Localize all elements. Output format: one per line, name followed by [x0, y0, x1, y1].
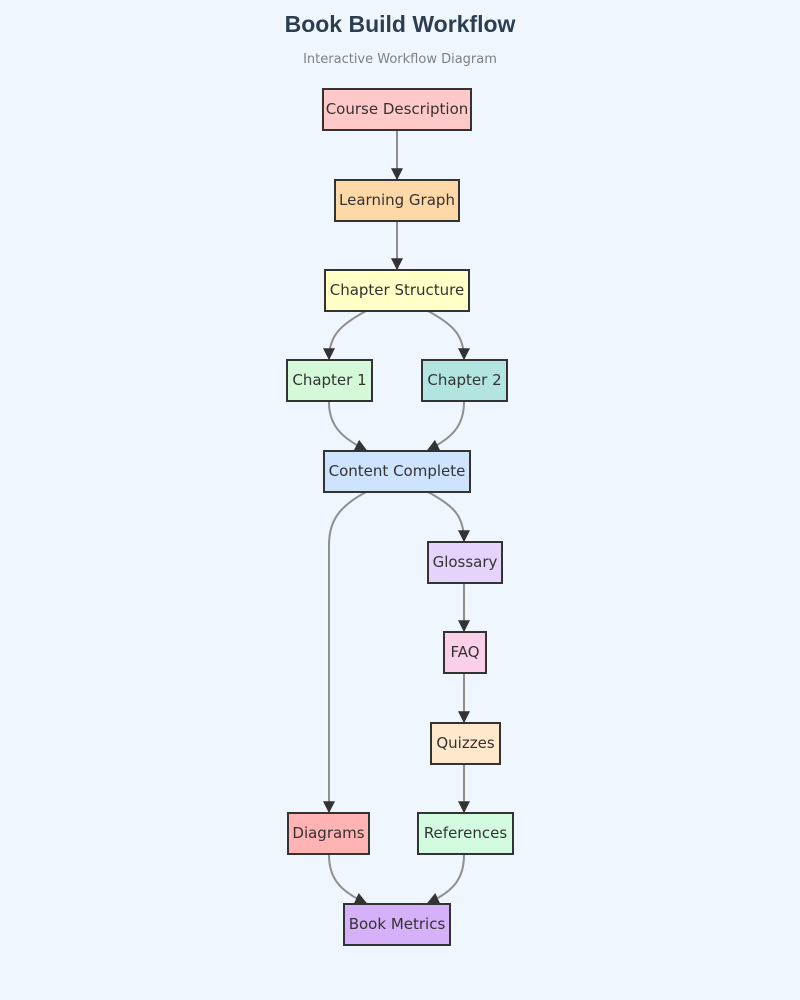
node-box — [322, 88, 472, 131]
node-label: Book Metrics — [349, 915, 446, 933]
node-box — [443, 631, 487, 674]
node-references[interactable]: References — [417, 812, 514, 855]
node-quizzes[interactable]: Quizzes — [430, 722, 501, 765]
node-box — [343, 903, 451, 946]
node-box — [286, 359, 373, 402]
node-box — [430, 722, 501, 765]
node-learning-graph[interactable]: Learning Graph — [334, 179, 460, 222]
node-label: Chapter 1 — [292, 371, 366, 389]
diagram-title: Book Build Workflow — [284, 11, 516, 37]
edge-content-complete-to-diagrams — [323, 491, 367, 814]
node-chapter-structure[interactable]: Chapter Structure — [324, 269, 470, 312]
node-chapter-2[interactable]: Chapter 2 — [421, 359, 508, 402]
edge-chapter-structure-to-chapter-2 — [427, 310, 470, 361]
edge-chapter-1-to-content-complete — [328, 401, 368, 451]
node-box — [287, 812, 370, 855]
node-glossary[interactable]: Glossary — [427, 541, 503, 584]
node-box — [324, 269, 470, 312]
node-label: Diagrams — [292, 824, 364, 842]
node-faq[interactable]: FAQ — [443, 631, 487, 674]
node-label: Chapter 2 — [427, 371, 501, 389]
edge-diagrams-to-book-metrics — [328, 854, 368, 904]
node-box — [417, 812, 514, 855]
node-book-metrics[interactable]: Book Metrics — [343, 903, 451, 946]
edges — [323, 131, 470, 904]
edge-content-complete-to-glossary — [427, 491, 470, 543]
diagram-subtitle: Interactive Workflow Diagram — [303, 52, 497, 67]
edge-chapter-structure-to-chapter-1 — [323, 310, 367, 361]
node-label: References — [424, 824, 508, 842]
node-box — [334, 179, 460, 222]
edge-references-to-book-metrics — [426, 854, 465, 904]
node-label: Content Complete — [329, 462, 466, 480]
node-label: Quizzes — [436, 734, 494, 752]
node-box — [421, 359, 508, 402]
edge-chapter-2-to-content-complete — [426, 401, 465, 451]
node-label: Glossary — [433, 553, 498, 571]
node-chapter-1[interactable]: Chapter 1 — [286, 359, 373, 402]
node-content-complete[interactable]: Content Complete — [323, 450, 471, 493]
node-label: Learning Graph — [339, 191, 455, 209]
node-course-description[interactable]: Course Description — [322, 88, 472, 131]
node-label: Course Description — [326, 100, 469, 118]
node-box — [427, 541, 503, 584]
node-box — [323, 450, 471, 493]
node-diagrams[interactable]: Diagrams — [287, 812, 370, 855]
node-label: FAQ — [450, 643, 479, 661]
node-label: Chapter Structure — [330, 281, 465, 299]
